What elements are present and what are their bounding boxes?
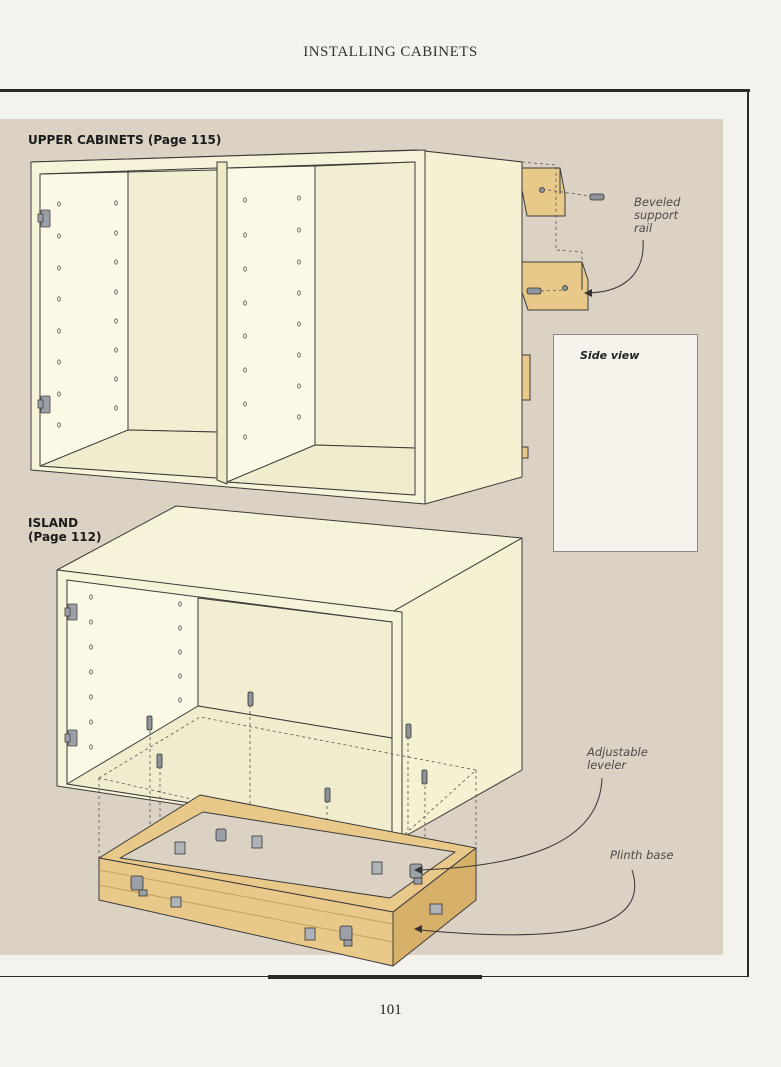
footer-rule-tab (268, 975, 482, 979)
island-cabinet (56, 505, 523, 839)
screw-icon (146, 691, 428, 803)
hinge-icon (37, 209, 51, 414)
page-title: INSTALLING CABINETS (303, 44, 478, 60)
island-label: ISLAND (28, 516, 79, 530)
hinge-icon (64, 603, 78, 747)
bracket-icon (170, 835, 443, 941)
side-view-title: Side view (580, 349, 640, 362)
page-number: 101 (379, 1002, 402, 1018)
support-rail (521, 167, 589, 459)
callout-arrow-icon (419, 869, 636, 936)
header-rule (0, 89, 750, 92)
adjustable-leveler-callout: Adjustable leveler (587, 745, 648, 772)
rail-dashed-guides (521, 161, 591, 292)
plinth-base-callout: Plinth base (610, 848, 674, 862)
callout-arrow-icon (419, 777, 603, 871)
callout-arrow-icon (587, 239, 644, 294)
island-page-label: (Page 112) (28, 530, 102, 544)
panel-right-rule (747, 89, 749, 977)
side-view-inset: Side view (553, 334, 698, 552)
upper-cabinet (30, 149, 523, 505)
upper-cabinets-label: UPPER CABINETS (Page 115) (28, 133, 222, 147)
beveled-support-rail-callout: Beveled support rail (634, 195, 681, 235)
screw-icon (526, 187, 605, 295)
